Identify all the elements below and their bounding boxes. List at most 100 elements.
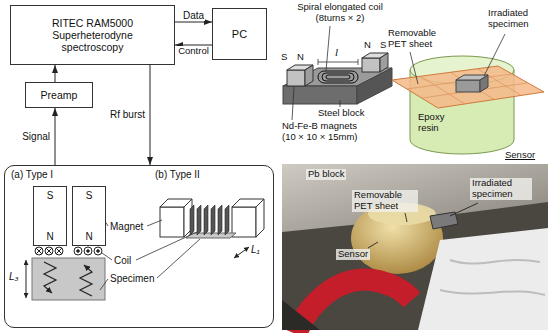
dimension-label: l — [335, 46, 338, 59]
pole-label: N — [297, 52, 304, 63]
part-label: Removable PET sheet — [388, 28, 450, 50]
coil-symbols — [46, 248, 52, 254]
leader-lines — [326, 26, 330, 71]
coil-symbols — [55, 247, 63, 255]
dimension-arrow — [234, 247, 249, 258]
panel-heading: (a) Type I — [11, 169, 53, 181]
part-label: Nd-Fe-B magnets (10 × 10 × 15mm) — [282, 121, 368, 143]
coil-plates — [218, 205, 222, 235]
coil-symbols — [87, 250, 90, 253]
box-label: Preamp — [41, 89, 78, 101]
signal-arrow — [175, 22, 212, 23]
magnet-block: SN — [72, 186, 106, 246]
photo-label: Pb block — [306, 169, 346, 180]
spiral-coil — [318, 71, 358, 83]
coil-plates — [211, 205, 215, 235]
coil-plates — [190, 205, 194, 235]
part-label: Magnet — [110, 221, 143, 233]
leader-lines — [410, 52, 418, 84]
photo-label: Removable PET sheet — [352, 190, 418, 212]
leader-lines — [292, 26, 358, 120]
signal-arrow — [55, 108, 56, 165]
leader-lines — [484, 34, 505, 76]
coil-plates — [197, 205, 201, 235]
computer-box: PC — [212, 8, 267, 60]
edge-label: Control — [177, 46, 210, 57]
part-label: Irradiated specimen — [488, 8, 546, 30]
pole-label: N — [85, 231, 92, 243]
sensor-photo — [282, 300, 320, 330]
leader-lines — [450, 203, 478, 216]
coil-symbols — [45, 247, 53, 255]
sensor-photo — [418, 228, 548, 330]
spiral-coil — [322, 73, 354, 81]
pole-label: N — [46, 231, 53, 243]
magnet-block — [362, 58, 380, 72]
box-label: PC — [232, 28, 247, 41]
dimension-label: L₃ — [9, 271, 19, 283]
dimension-arrow — [26, 260, 27, 298]
part-label: Steel block — [318, 108, 364, 119]
steel-block — [357, 68, 392, 104]
magnet-block: SN — [33, 186, 67, 246]
specimen-plate — [32, 258, 105, 300]
irradiated-specimen — [480, 75, 488, 92]
spiral-coil — [318, 71, 358, 83]
leader-lines — [147, 220, 162, 226]
photo-label: Irradiated specimen — [470, 178, 532, 200]
wave-arrow — [44, 262, 56, 293]
coil-plates — [204, 205, 208, 235]
leader-lines — [100, 215, 200, 290]
leader-lines — [405, 213, 407, 222]
pole-label: S — [380, 40, 386, 51]
leader-lines — [100, 279, 108, 290]
magnet-block — [160, 199, 264, 237]
spiral-coil — [326, 75, 350, 79]
wave-arrow — [80, 265, 92, 296]
magnet-block — [305, 65, 313, 86]
magnet-block — [287, 70, 305, 86]
panel-heading: (b) Type II — [155, 169, 200, 181]
coil-symbols — [94, 247, 102, 255]
pole-label: N — [364, 40, 371, 51]
coil-plates — [190, 205, 229, 235]
magnet-block — [256, 199, 264, 237]
leader-lines — [318, 59, 358, 65]
edge-label: Rf burst — [109, 109, 146, 121]
part-label: Epoxy resin — [418, 112, 458, 134]
photo-label: Sensor — [336, 249, 370, 260]
coil-symbols — [97, 250, 100, 253]
coil-plates — [225, 205, 229, 235]
pole-label: S — [86, 190, 93, 202]
leader-lines — [157, 239, 200, 278]
magnet-block — [160, 207, 184, 237]
sensor-photo — [351, 202, 443, 274]
coil-symbols — [56, 248, 62, 254]
sensor-types-panel: (a) Type I(b) Type IISNSN — [4, 165, 274, 328]
leader-lines — [136, 232, 197, 260]
pole-label: S — [47, 190, 54, 202]
instrument-box: RITEC RAM5000 Superheterodyne spectrosco… — [10, 5, 175, 65]
preamp-box: Preamp — [25, 82, 93, 108]
signal-arrow — [55, 65, 56, 82]
coil-symbols — [35, 247, 102, 255]
sensor-photo — [282, 164, 548, 232]
sensor-photo — [440, 260, 545, 295]
pole-label: S — [281, 52, 287, 63]
part-label: Spiral elongated coil (8turns × 2) — [288, 2, 392, 24]
edge-label: Signal — [21, 131, 51, 143]
coil-symbols — [35, 247, 43, 255]
coil-symbols — [84, 247, 92, 255]
signal-arrow — [150, 65, 151, 165]
part-label: Sensor — [505, 150, 535, 161]
leader-lines — [292, 87, 294, 120]
edge-label: Data — [182, 10, 205, 22]
sensor-photo — [282, 164, 548, 333]
pet-grid — [450, 72, 495, 100]
coil-symbols — [36, 248, 42, 254]
part-label: Coil — [114, 255, 131, 267]
leader-lines — [102, 253, 112, 260]
box-label: RITEC RAM5000 Superheterodyne spectrosco… — [43, 17, 143, 53]
irradiated-specimen — [456, 80, 480, 92]
